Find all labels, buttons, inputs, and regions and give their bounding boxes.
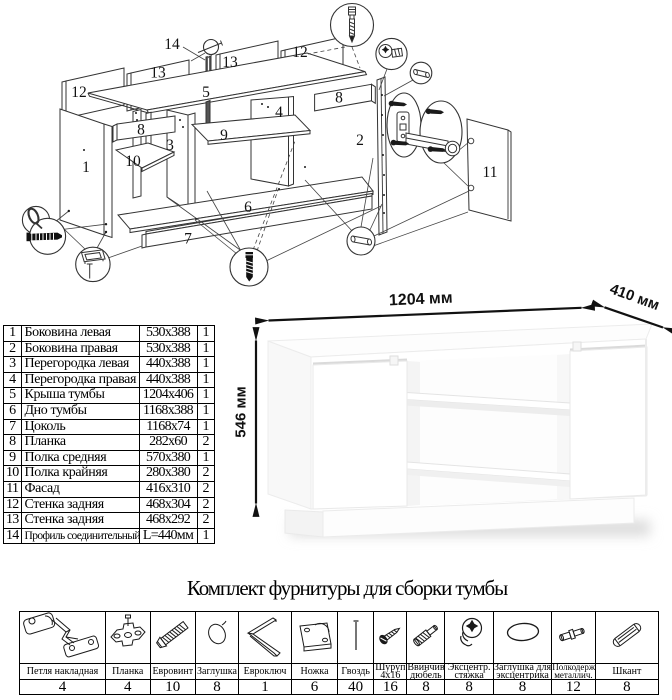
- svg-text:8: 8: [137, 122, 145, 139]
- svg-text:1: 1: [82, 159, 90, 176]
- svg-text:10: 10: [125, 153, 141, 170]
- svg-text:7: 7: [184, 231, 192, 248]
- svg-text:546 мм: 546 мм: [233, 386, 250, 437]
- svg-text:410 мм: 410 мм: [607, 285, 661, 314]
- svg-text:4: 4: [275, 104, 283, 121]
- svg-text:14: 14: [164, 36, 180, 53]
- svg-text:13: 13: [150, 65, 166, 82]
- svg-text:11: 11: [483, 164, 498, 181]
- svg-text:8: 8: [335, 90, 343, 107]
- svg-text:13: 13: [222, 54, 238, 71]
- svg-text:3: 3: [166, 137, 174, 154]
- svg-text:5: 5: [202, 84, 210, 101]
- svg-text:2: 2: [356, 132, 364, 149]
- svg-text:1204 мм: 1204 мм: [389, 290, 453, 310]
- svg-text:9: 9: [220, 127, 228, 144]
- svg-text:6: 6: [244, 199, 252, 216]
- svg-text:12: 12: [71, 84, 87, 101]
- svg-text:12: 12: [292, 44, 308, 61]
